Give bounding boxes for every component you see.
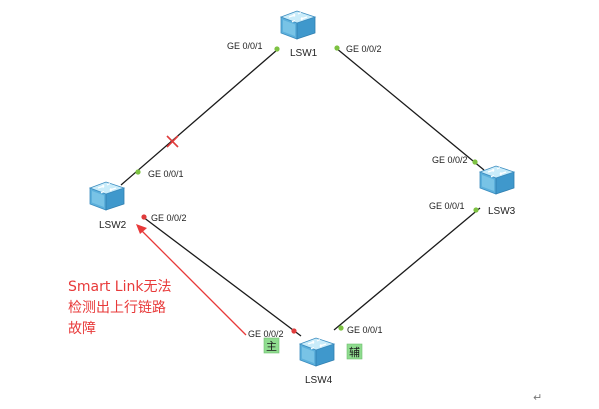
link-fault-mark [166, 135, 179, 148]
port-label-lsw1-right: GE 0/0/2 [346, 44, 382, 54]
secondary-port-badge: 辅 [346, 343, 363, 360]
secondary-badge-text: 辅 [349, 345, 360, 359]
port-dot-lsw4-left [291, 328, 297, 334]
port-label-lsw2-bottom: GE 0/0/2 [151, 213, 187, 223]
switch-lsw3[interactable] [479, 165, 515, 195]
port-dot-lsw4-right [338, 325, 344, 331]
switch-icon [299, 337, 335, 367]
link-lsw2-lsw4 [142, 216, 302, 337]
port-dot-lsw3-top [472, 159, 478, 165]
link-lsw3-lsw4 [333, 207, 481, 331]
port-label-lsw3-top: GE 0/0/2 [432, 155, 468, 165]
primary-port-badge: 主 [263, 337, 280, 354]
port-label-lsw4-right: GE 0/0/1 [347, 325, 383, 335]
port-label-lsw2-top: GE 0/0/1 [148, 169, 184, 179]
link-lsw1-lsw3 [335, 47, 485, 171]
annotation-arrow [136, 224, 247, 336]
port-label-lsw3-bottom: GE 0/0/1 [429, 201, 465, 211]
port-dot-lsw2-top [135, 169, 141, 175]
switch-lsw1[interactable] [280, 10, 316, 40]
links [120, 47, 485, 337]
switch-lsw4[interactable] [299, 337, 335, 367]
switch-icon [89, 181, 125, 211]
device-label-lsw4: LSW4 [305, 375, 333, 386]
port-dot-lsw1-left [274, 46, 280, 52]
port-dot-lsw1-right [334, 45, 340, 51]
port-indicators [135, 45, 479, 334]
annotation-line-3: 故障 [68, 321, 96, 337]
device-label-lsw2: LSW2 [99, 220, 127, 231]
port-label-lsw1-left: GE 0/0/1 [227, 41, 263, 51]
device-label-lsw1: LSW1 [290, 48, 318, 59]
link-lsw1-lsw2 [120, 49, 278, 186]
port-label-lsw4-left: GE 0/0/2 [248, 329, 284, 339]
port-dot-lsw2-bottom [141, 214, 147, 220]
switch-lsw2[interactable] [89, 181, 125, 211]
paragraph-mark: ↵ [533, 391, 542, 404]
annotation-line-1: Smart Link无法 [68, 279, 171, 295]
device-label-lsw3: LSW3 [488, 206, 516, 217]
primary-badge-text: 主 [266, 340, 277, 353]
annotation-text: Smart Link无法 检测出上行链路 故障 [68, 279, 171, 337]
switch-icon [479, 165, 515, 195]
port-dot-lsw3-bottom [473, 207, 479, 213]
switch-icon [280, 10, 316, 40]
annotation-line-2: 检测出上行链路 [68, 300, 166, 316]
